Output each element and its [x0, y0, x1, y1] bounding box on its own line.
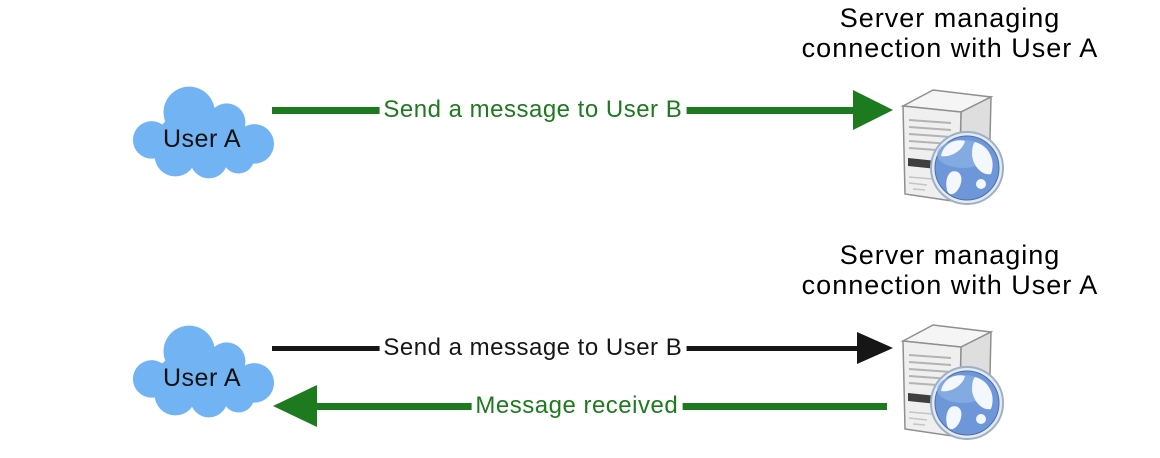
client-label: User A [162, 363, 242, 392]
arrow-send-message-response: Send a message to User B [272, 328, 893, 368]
arrow-message-received: Message received [273, 385, 893, 427]
server-caption-line1: Server managing [839, 240, 1061, 270]
arrow-label: Message received [471, 392, 683, 420]
arrow-label: Send a message to User B [379, 334, 687, 362]
server-caption-line1: Server managing [839, 3, 1061, 33]
arrow-send-message-request: Send a message to User B [272, 90, 893, 130]
arrow-head-right-icon [857, 332, 893, 364]
arrow-head-right-icon [853, 90, 893, 130]
client-label: User A [162, 124, 242, 153]
arrow-label: Send a message to User B [379, 96, 687, 124]
arrow-head-left-icon [273, 385, 317, 427]
web-server-icon [902, 89, 1004, 205]
server-caption-line2: connection with User A [801, 270, 1099, 300]
server-caption-line2: connection with User A [801, 33, 1099, 63]
server-caption: Server managing connection with User A [760, 240, 1140, 300]
server-caption: Server managing connection with User A [760, 3, 1140, 63]
web-server-icon [902, 324, 1004, 440]
